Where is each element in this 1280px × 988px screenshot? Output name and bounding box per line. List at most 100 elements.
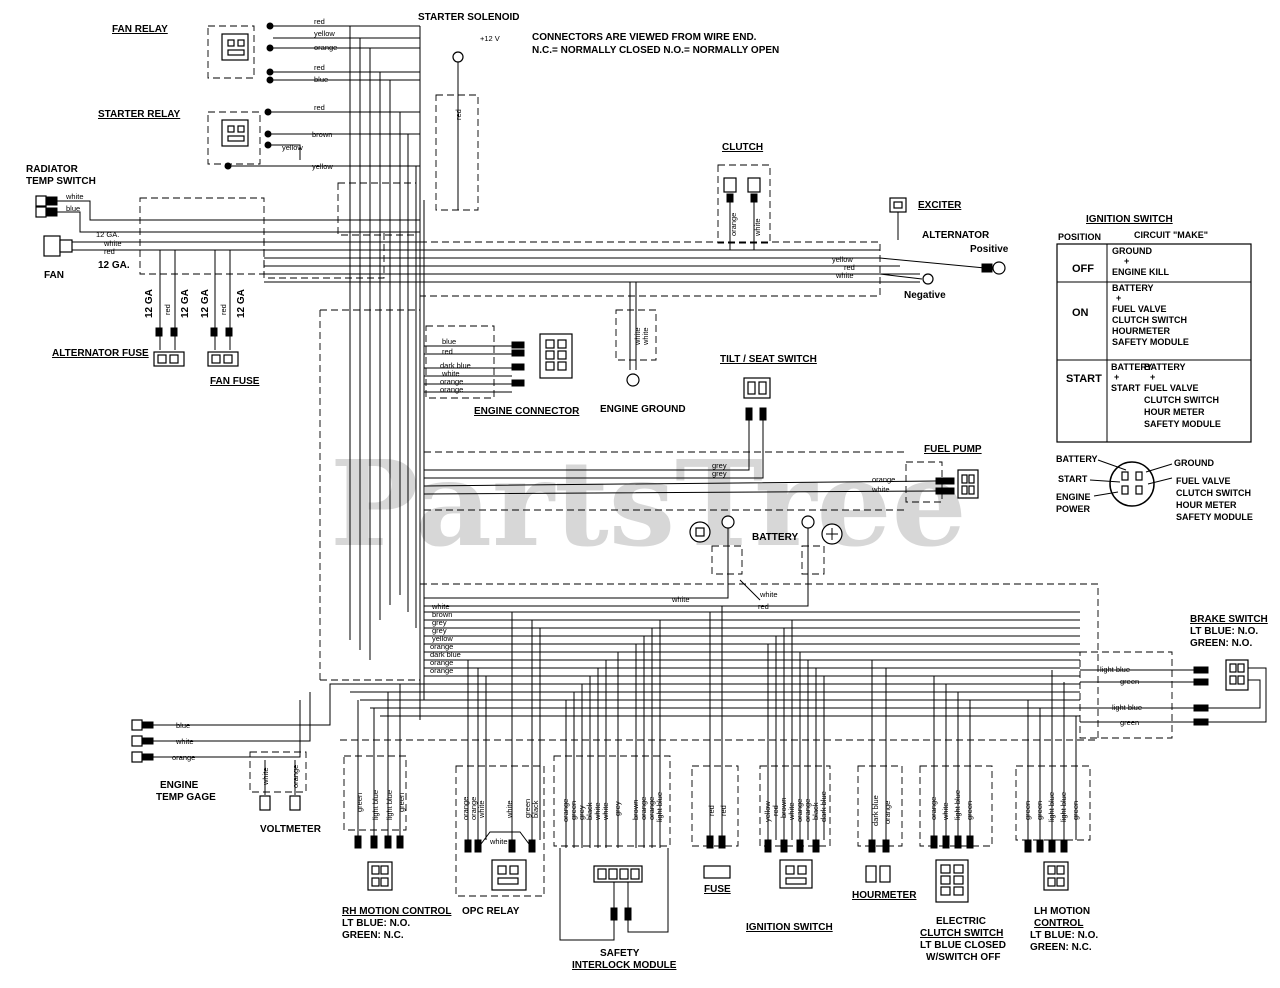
lh-no-label: LT BLUE: N.O. <box>1030 930 1098 941</box>
svg-text:+: + <box>1114 372 1119 382</box>
engine-connector-label: ENGINE CONNECTOR <box>474 406 580 417</box>
svg-text:white: white <box>103 239 122 248</box>
left-harness-box <box>139 197 265 275</box>
alternator-label: ALTERNATOR <box>922 230 990 241</box>
svg-text:light blue: light blue <box>1112 703 1142 712</box>
svg-text:green: green <box>1035 801 1044 820</box>
svg-text:12 GA.: 12 GA. <box>96 230 119 239</box>
opc-relay-label: OPC RELAY <box>462 906 520 917</box>
starter-relay-label: STARTER RELAY <box>98 109 181 120</box>
svg-text:CLUTCH SWITCH: CLUTCH SWITCH <box>1176 488 1251 498</box>
voltmeter: white orange <box>249 751 307 811</box>
svg-text:grey: grey <box>577 805 586 820</box>
svg-text:orange: orange <box>291 765 300 788</box>
svg-text:BATTERY: BATTERY <box>1111 362 1153 372</box>
ignition-table-col-circuit: CIRCUIT "MAKE" <box>1134 230 1208 240</box>
svg-text:grey: grey <box>712 461 727 470</box>
svg-text:red: red <box>219 304 228 315</box>
svg-text:white: white <box>871 485 890 494</box>
svg-text:yellow: yellow <box>312 162 333 171</box>
svg-text:red: red <box>844 263 855 272</box>
svg-text:yellow: yellow <box>763 801 772 822</box>
engine-temp-gage: blue white orange <box>131 683 340 763</box>
opc-relay: white orange orange white white green bl… <box>455 612 545 897</box>
svg-text:red: red <box>163 304 172 315</box>
svg-text:brown: brown <box>312 130 332 139</box>
svg-text:orange: orange <box>872 475 895 484</box>
brake-switch-label: BRAKE SWITCH <box>1190 614 1268 625</box>
svg-text:light blue: light blue <box>385 790 394 820</box>
svg-text:green: green <box>1023 801 1032 820</box>
svg-text:green: green <box>1120 677 1139 686</box>
ign-row-off-pos: OFF <box>1072 263 1094 275</box>
svg-text:white: white <box>261 767 270 786</box>
svg-text:orange: orange <box>314 43 337 52</box>
svg-text:light blue: light blue <box>655 792 664 822</box>
svg-text:black: black <box>585 802 594 820</box>
engine-ground-label: ENGINE GROUND <box>600 404 686 415</box>
svg-text:START: START <box>1111 383 1141 393</box>
svg-text:+: + <box>1116 293 1121 303</box>
svg-text:white: white <box>505 800 514 819</box>
ignition-switch-label: IGNITION SWITCH <box>746 922 833 933</box>
svg-text:light blue: light blue <box>1100 665 1130 674</box>
svg-text:black: black <box>811 802 820 820</box>
rh-no-label: LT BLUE: N.O. <box>342 918 410 929</box>
svg-text:yellow: yellow <box>832 255 853 264</box>
electric-clutch-label-1: ELECTRIC <box>936 916 986 927</box>
svg-text:orange: orange <box>647 797 656 820</box>
fan-relay-label: FAN RELAY <box>112 24 168 35</box>
svg-text:orange: orange <box>795 799 804 822</box>
svg-text:green: green <box>1120 718 1139 727</box>
svg-text:black: black <box>531 800 540 818</box>
svg-text:white: white <box>941 802 950 821</box>
svg-text:SAFETY MODULE: SAFETY MODULE <box>1176 512 1253 522</box>
svg-text:CLUTCH SWITCH: CLUTCH SWITCH <box>1112 315 1187 325</box>
electric-clutch-label-4: W/SWITCH OFF <box>926 952 1000 963</box>
ign-row-on-pos: ON <box>1072 307 1089 319</box>
svg-text:GROUND: GROUND <box>1112 246 1152 256</box>
svg-text:blue: blue <box>176 721 190 730</box>
fan-relay: red yellow orange red blue <box>207 17 420 84</box>
ignition-table-col-position: POSITION <box>1058 232 1101 242</box>
fan: 12 GA. white red 12 GA. <box>43 230 420 271</box>
ignition-switch-table: IGNITION SWITCH POSITION CIRCUIT "MAKE" … <box>1056 214 1252 443</box>
svg-text:white: white <box>787 802 796 821</box>
svg-text:12 GA: 12 GA <box>144 289 155 318</box>
svg-text:orange: orange <box>883 801 892 824</box>
svg-text:HOUR METER: HOUR METER <box>1144 407 1205 417</box>
watermark: PartsTree <box>330 434 967 573</box>
ignition-table-title: IGNITION SWITCH <box>1086 214 1173 225</box>
ignition-switch-connector: yellow red brown white orange orange bla… <box>759 620 831 889</box>
svg-text:orange: orange <box>430 666 453 675</box>
svg-text:red: red <box>758 602 769 611</box>
svg-text:white: white <box>593 802 602 821</box>
fan-label: FAN <box>44 270 64 281</box>
svg-text:white: white <box>641 327 650 346</box>
engine-temp-gage-label-2: TEMP GAGE <box>156 792 216 803</box>
svg-text:blue: blue <box>314 75 328 84</box>
svg-text:dark blue: dark blue <box>440 361 471 370</box>
svg-text:grey: grey <box>613 801 622 816</box>
fan-fuse-label: FAN FUSE <box>210 376 260 387</box>
svg-text:+: + <box>1124 256 1129 266</box>
svg-text:FUEL VALVE: FUEL VALVE <box>1144 383 1199 393</box>
svg-text:FUEL VALVE: FUEL VALVE <box>1176 476 1231 486</box>
note-line2: N.C.= NORMALLY CLOSED N.O.= NORMALLY OPE… <box>532 45 779 56</box>
alternator-bundle <box>264 241 920 297</box>
svg-text:blue: blue <box>66 204 80 213</box>
svg-text:white: white <box>65 192 84 201</box>
svg-text:brown: brown <box>631 800 640 820</box>
clutch: orange white <box>717 164 771 250</box>
svg-text:SAFETY MODULE: SAFETY MODULE <box>1112 337 1189 347</box>
svg-text:red: red <box>707 805 716 816</box>
svg-text:grey: grey <box>432 626 447 635</box>
svg-text:BATTERY: BATTERY <box>1056 454 1098 464</box>
svg-text:red: red <box>442 347 453 356</box>
svg-text:dark blue: dark blue <box>871 795 880 826</box>
lh-motion-label-2: CONTROL <box>1034 918 1083 929</box>
lh-motion-control: green green light blue light blue green <box>1015 670 1091 891</box>
svg-text:12 GA: 12 GA <box>180 289 191 318</box>
svg-text:white: white <box>671 595 690 604</box>
electric-clutch-switch: orange white light blue green <box>919 676 993 903</box>
